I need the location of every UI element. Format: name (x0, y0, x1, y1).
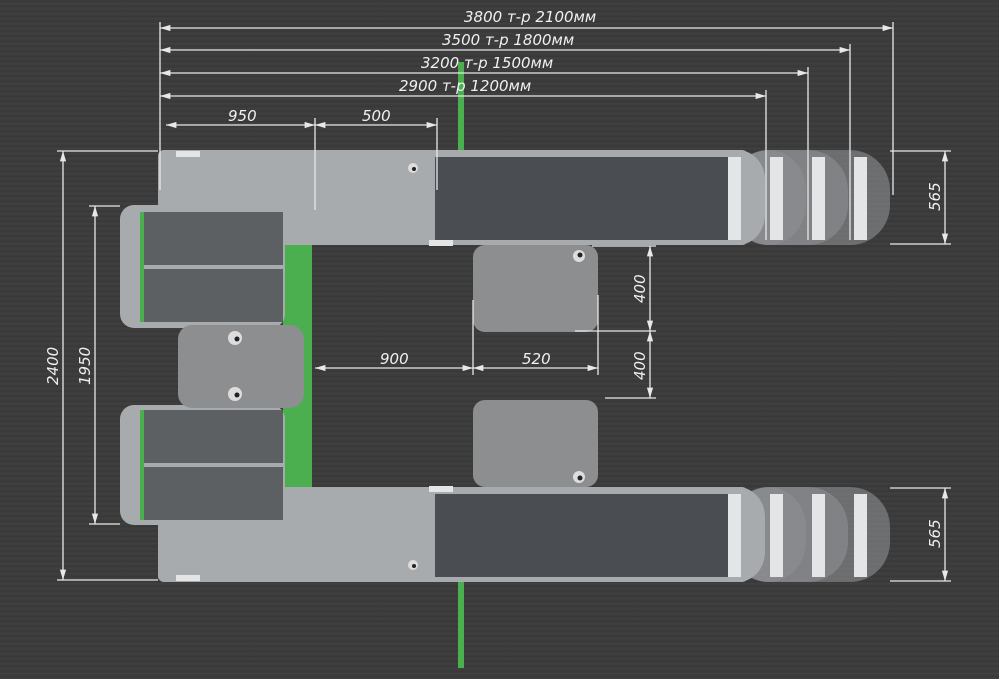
pad-vertical-dimensions: 400 400 (575, 245, 656, 399)
leg-upper (120, 205, 285, 328)
center-block (178, 325, 304, 408)
dim-400-gap: 400 (631, 351, 649, 380)
rail-width-dimensions: 565 565 (890, 150, 951, 582)
lift-pad-lower (473, 400, 598, 487)
length-label-3800: 3800 т-р 2100мм (464, 8, 596, 26)
dim-2400: 2400 (44, 347, 62, 385)
top-segment-dimensions: 950 500 (166, 107, 438, 210)
dim-400-pad: 400 (631, 274, 649, 303)
length-label-2900: 2900 т-р 1200мм (399, 77, 531, 95)
width-dimensions: 2400 1950 (44, 150, 158, 581)
center-axis-bottom (458, 582, 464, 668)
dim-950: 950 (228, 107, 257, 125)
length-label-3500: 3500 т-р 1800мм (442, 31, 574, 49)
lift-pad-upper (473, 245, 598, 332)
middle-segment-dimensions: 900 520 (315, 295, 599, 375)
leg-lower (120, 405, 285, 525)
dim-1950: 1950 (76, 347, 94, 385)
runway-bottom (158, 486, 765, 582)
dim-565-top: 565 (926, 182, 944, 211)
dim-500: 500 (362, 107, 391, 125)
overall-length-dimensions: 3800 т-р 2100мм 3500 т-р 1800мм 3200 т-р… (159, 8, 894, 240)
dim-520: 520 (522, 350, 551, 368)
center-axis-top (458, 62, 464, 152)
dim-565-bottom: 565 (926, 519, 944, 548)
dim-900: 900 (380, 350, 409, 368)
runway-top (158, 150, 765, 246)
length-label-3200: 3200 т-р 1500мм (421, 54, 553, 72)
